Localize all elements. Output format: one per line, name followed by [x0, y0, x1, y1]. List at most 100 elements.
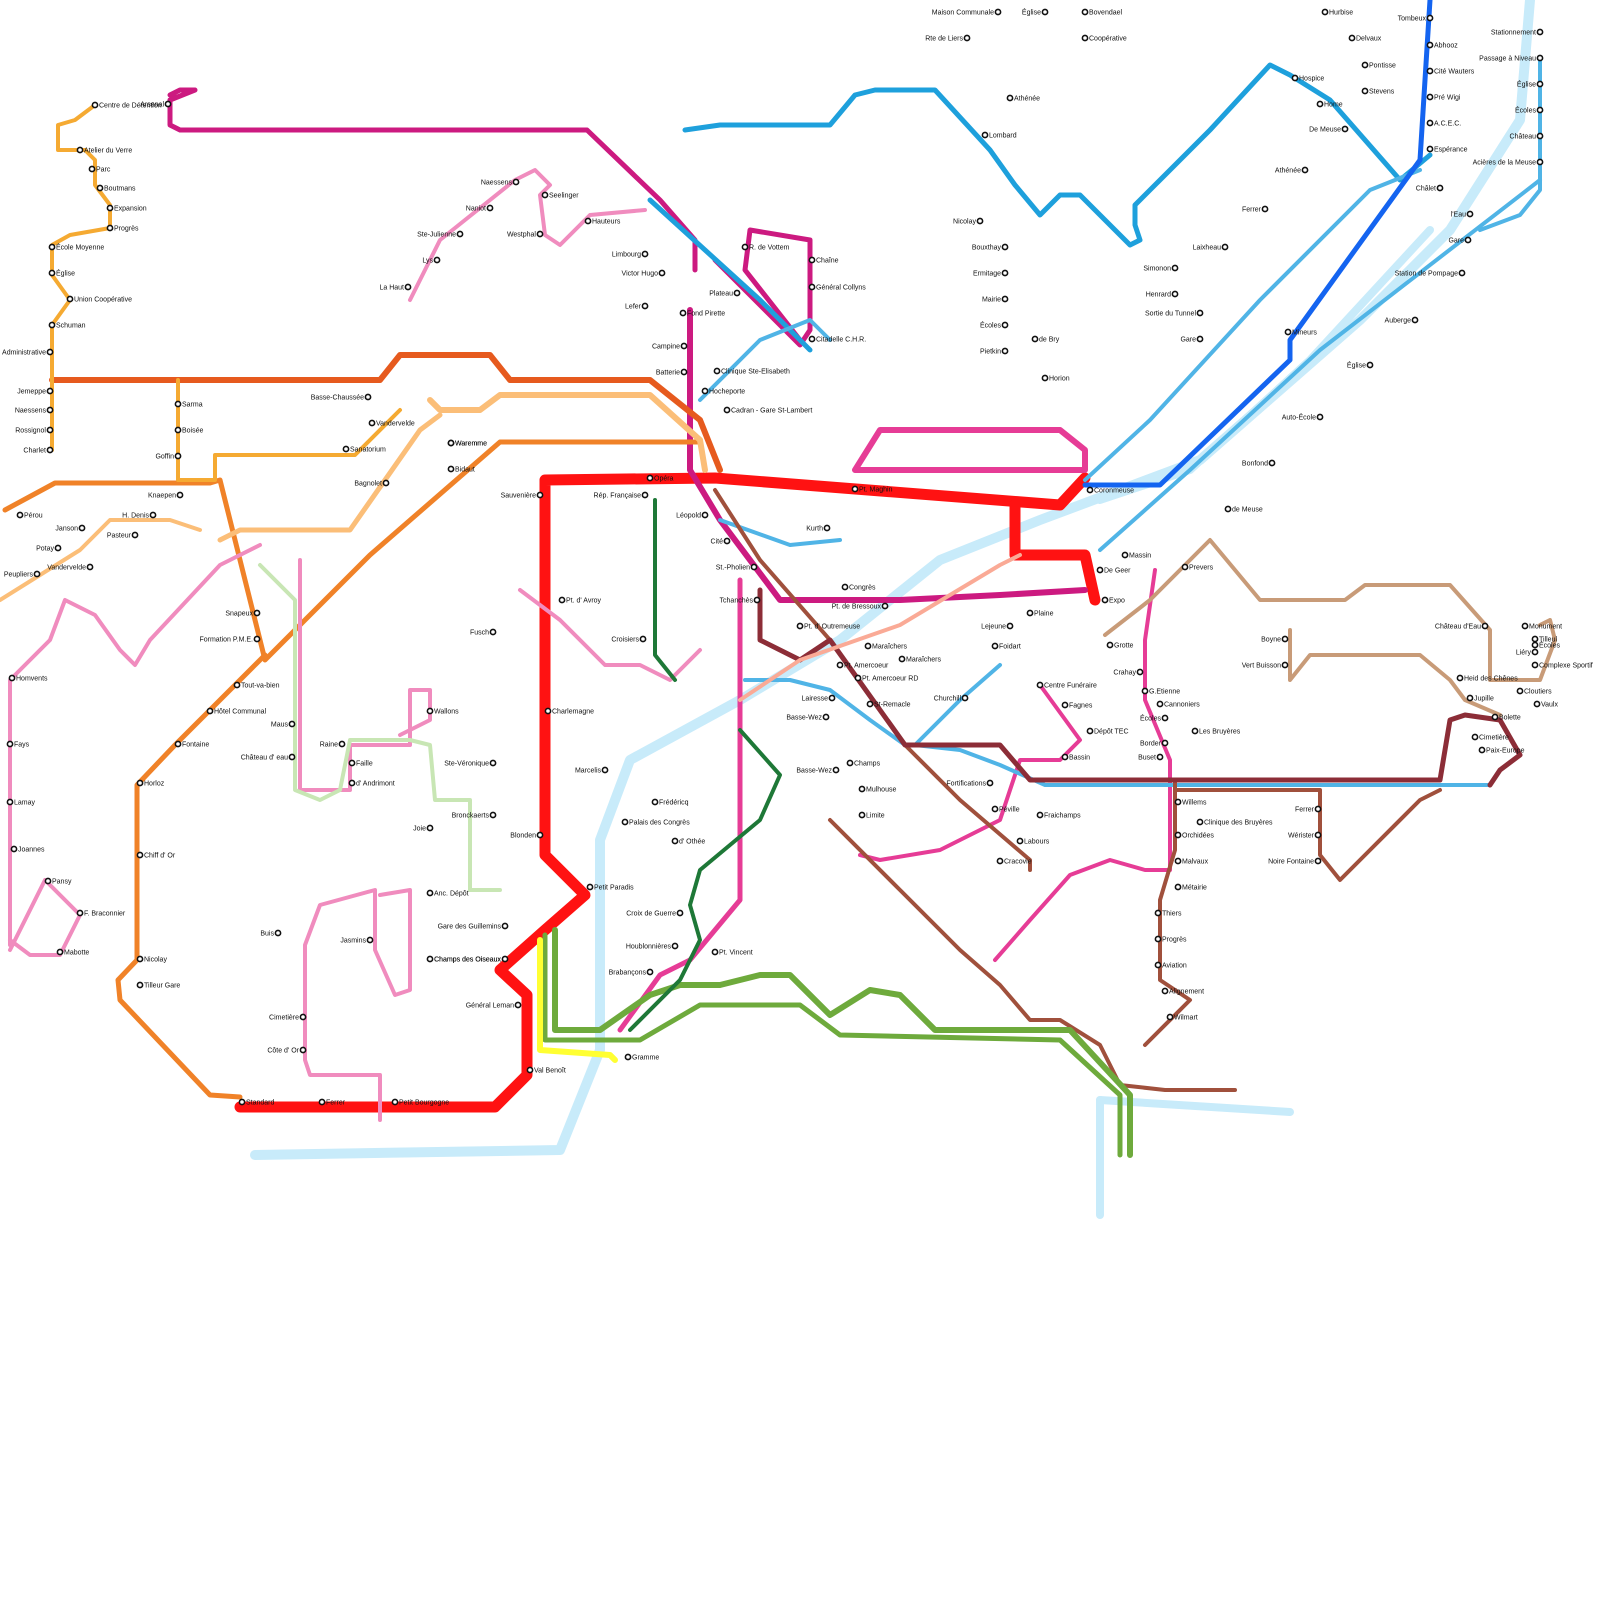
- station-stop: [427, 956, 432, 961]
- station-stop: [1142, 688, 1147, 693]
- station-stop: [1534, 701, 1539, 706]
- station-stop: [343, 446, 348, 451]
- station-stop: [1467, 211, 1472, 216]
- station-label: Bouxthay: [972, 245, 1002, 252]
- station-label: Lejeune: [981, 624, 1006, 631]
- station-stop: [823, 714, 828, 719]
- station-label: Parc: [96, 167, 111, 174]
- station-label: St.-Pholien: [716, 565, 750, 572]
- station-stop: [239, 1099, 244, 1104]
- route-line-dark-green-coronmeuse: [655, 500, 675, 680]
- station-label: Auberge: [1385, 318, 1412, 325]
- station-label: Cannoniers: [1164, 702, 1200, 709]
- station-stop: [1317, 414, 1322, 419]
- station-label: A.C.E.C.: [1434, 121, 1461, 128]
- station-stop: [55, 545, 60, 550]
- station-stop: [867, 701, 872, 706]
- station-label: Standard: [246, 1100, 275, 1107]
- station-stop: [742, 244, 747, 249]
- station-label: Péville: [999, 807, 1020, 814]
- station-label: Wérister: [1288, 833, 1315, 840]
- station-label: Gramme: [632, 1055, 659, 1062]
- station-label: Seelinger: [549, 193, 579, 200]
- station-label: Charlet: [23, 448, 46, 455]
- station-stop: [1175, 884, 1180, 889]
- station-label: Château d' eau: [241, 755, 288, 762]
- station-label: Hocheporte: [709, 389, 745, 396]
- station-label: Sanatorium: [350, 447, 386, 454]
- station-stop: [137, 780, 142, 785]
- station-label: Ferrer: [1242, 207, 1262, 214]
- station-label: Bolette: [1499, 715, 1521, 722]
- station-stop: [1472, 734, 1477, 739]
- station-label: Batterie: [656, 370, 680, 377]
- station-stop: [1537, 159, 1542, 164]
- station-stop: [1467, 695, 1472, 700]
- station-label: Gare: [1180, 337, 1196, 344]
- station-label: Ferrer: [326, 1100, 346, 1107]
- station-label: Basse-Wez: [786, 715, 822, 722]
- station-label: Congrès: [849, 585, 876, 592]
- station-stop: [754, 597, 759, 602]
- route-line-sky-river-main: [255, 0, 1530, 1155]
- station-stop: [1457, 675, 1462, 680]
- station-stop: [1017, 838, 1022, 843]
- station-stop: [175, 741, 180, 746]
- station-stop: [1167, 1014, 1172, 1019]
- station-stop: [275, 930, 280, 935]
- station-stop: [1362, 88, 1367, 93]
- station-stop: [1197, 336, 1202, 341]
- station-stop: [1155, 962, 1160, 967]
- station-label: Église: [1347, 361, 1366, 370]
- station-label: Dépôt TEC: [1094, 729, 1129, 736]
- station-label: Houblonnières: [626, 944, 672, 951]
- station-stop: [1082, 9, 1087, 14]
- station-label: Heid des Chênes: [1464, 676, 1518, 683]
- station-label: Knaepen: [148, 493, 176, 500]
- station-stop: [254, 610, 259, 615]
- station-stop: [647, 475, 652, 480]
- station-label: Bovendael: [1089, 10, 1123, 17]
- station-stop: [833, 767, 838, 772]
- station-label: Station de Pompage: [1395, 271, 1459, 278]
- station-label: Plateau: [709, 291, 733, 298]
- station-label: St-Remacle: [874, 702, 911, 709]
- station-label: Petit Bourgogne: [399, 1100, 449, 1107]
- station-label: Espérance: [1434, 147, 1468, 154]
- station-stop: [1182, 564, 1187, 569]
- station-label: Ste-Véronique: [444, 761, 489, 768]
- station-label: Blonden: [510, 833, 536, 840]
- station-stop: [1532, 649, 1537, 654]
- station-label: Abhooz: [1434, 43, 1458, 50]
- station-label: Pietkin: [980, 349, 1001, 356]
- station-stop: [1107, 642, 1112, 647]
- station-label: Bronckaerts: [452, 813, 490, 820]
- station-stop: [57, 949, 62, 954]
- station-label: Fagnes: [1069, 703, 1093, 710]
- station-label: Rép. Française: [594, 493, 642, 500]
- station-stop: [1315, 858, 1320, 863]
- station-label: Château: [1510, 134, 1537, 141]
- station-label: Fays: [14, 742, 30, 749]
- station-stop: [1037, 812, 1042, 817]
- station-label: Cadran - Gare St-Lambert: [731, 408, 812, 415]
- station-stop: [1162, 988, 1167, 993]
- station-stop: [1175, 799, 1180, 804]
- station-stop: [642, 251, 647, 256]
- station-label: Palais des Congrès: [629, 820, 690, 827]
- station-stop: [7, 799, 12, 804]
- route-line-red-trunk: [240, 478, 1085, 1107]
- station-stop: [367, 937, 372, 942]
- station-stop: [824, 525, 829, 530]
- route-lines: [0, 0, 1555, 1215]
- station-label: Mabotte: [64, 950, 89, 957]
- station-label: Cloutiers: [1524, 689, 1552, 696]
- station-label: Joannes: [18, 847, 45, 854]
- station-label: Kurth: [806, 526, 823, 533]
- station-stop: [47, 427, 52, 432]
- station-label: Snapeux: [225, 611, 253, 618]
- station-stop: [487, 205, 492, 210]
- station-stop: [681, 369, 686, 374]
- station-stop: [502, 956, 507, 961]
- station-stop: [7, 741, 12, 746]
